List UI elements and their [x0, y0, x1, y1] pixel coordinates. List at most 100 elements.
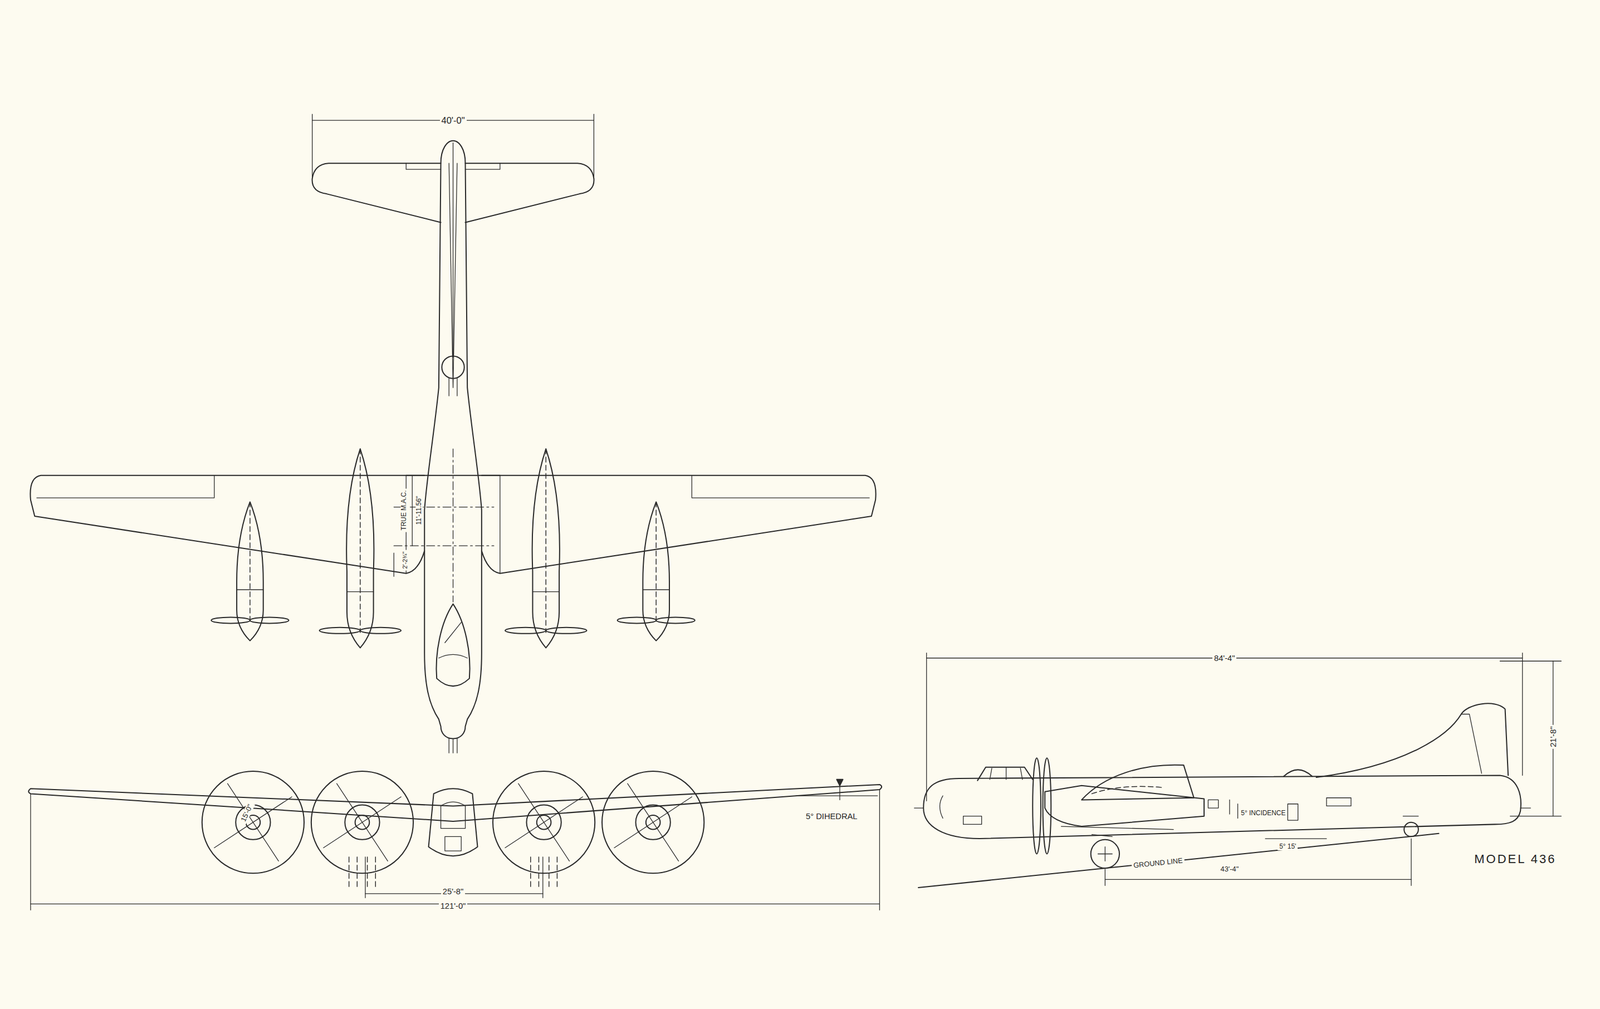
top-view — [30, 114, 876, 753]
front-view-line — [836, 779, 843, 786]
side-view-line — [1510, 815, 1562, 817]
front-view-line — [879, 789, 880, 910]
side-view-line — [1061, 826, 1174, 830]
top-view-line — [436, 604, 471, 687]
angle-label: 5° 15' — [1277, 843, 1298, 851]
top-view-line — [424, 140, 482, 740]
top-view-line — [465, 163, 595, 223]
front-view-line — [542, 857, 543, 898]
side-view-line — [940, 795, 943, 819]
side-view-line — [989, 767, 1023, 780]
side-view-line — [1043, 757, 1052, 854]
top-view-line — [405, 475, 501, 477]
dimension-label: 15'-0" — [238, 801, 256, 825]
top-view-line — [412, 475, 413, 546]
top-view-line — [444, 622, 462, 644]
top-view-line — [438, 654, 468, 658]
top-view-line — [311, 114, 313, 179]
model-title: MODEL 436 — [1472, 852, 1558, 866]
top-view-line — [312, 163, 442, 223]
top-view-line — [393, 506, 494, 508]
side-view-line — [1104, 879, 1412, 880]
top-view-line — [30, 475, 425, 574]
top-view-line — [448, 738, 450, 753]
front-view-line — [349, 857, 376, 890]
side-view-line — [1265, 838, 1327, 839]
side-view-line — [1229, 799, 1230, 815]
top-view-line — [452, 143, 454, 358]
top-view-line — [393, 553, 395, 577]
front-view-line — [441, 801, 466, 829]
front-view-line — [795, 795, 878, 796]
dimension-label: 40'-0" — [439, 115, 467, 126]
side-view-line — [1326, 798, 1352, 807]
dimension-label: 11'-11.56" — [415, 493, 423, 527]
side-view-line — [1403, 822, 1419, 838]
dimension-label: 43'-4" — [1219, 865, 1241, 874]
top-view-line — [465, 163, 501, 170]
front-view-line — [28, 784, 882, 822]
top-view-line — [481, 475, 877, 574]
angle-label: 5° DIHEDRAL — [804, 811, 859, 821]
top-view-line — [236, 589, 264, 590]
top-view-line — [456, 378, 458, 396]
top-view-line — [211, 617, 251, 624]
front-view-line — [530, 857, 558, 890]
angle-label: 5° INCIDENCE — [1239, 809, 1288, 817]
top-view-line — [452, 738, 454, 753]
side-view-line — [1207, 799, 1218, 809]
dimension-label: 2'-2¾" — [401, 549, 409, 571]
side-view-line — [1410, 838, 1412, 886]
side-view-line — [1032, 757, 1041, 854]
side-view-line — [1104, 869, 1106, 886]
top-view-line — [405, 163, 441, 170]
ground-line-label: GROUND LINE — [1131, 856, 1186, 870]
front-view — [28, 771, 882, 910]
top-view-line — [532, 591, 560, 592]
top-view-line — [448, 378, 450, 396]
side-view-line — [1090, 839, 1120, 869]
front-view-line — [364, 857, 366, 898]
side-view-line — [1092, 786, 1164, 794]
side-view-line — [1287, 804, 1298, 821]
side-view-line — [1237, 804, 1239, 819]
side-view-line — [1522, 653, 1523, 776]
side-view — [914, 653, 1562, 888]
top-view-line — [441, 355, 464, 379]
top-view-line — [499, 475, 501, 574]
top-view-line — [642, 589, 670, 590]
side-view-line — [1520, 807, 1531, 809]
side-view-line — [1104, 847, 1106, 862]
top-view-line — [452, 448, 454, 603]
side-view-line — [977, 767, 1033, 781]
top-view-line — [319, 627, 361, 634]
top-view-line — [691, 475, 870, 498]
top-view-line — [456, 738, 458, 753]
side-view-line — [923, 775, 1521, 839]
top-view-line — [360, 627, 401, 634]
top-view-line — [617, 617, 657, 624]
top-view-line — [393, 545, 494, 547]
dimension-label: 121'-0" — [438, 901, 468, 911]
top-view-line — [593, 114, 595, 179]
top-view-line — [656, 617, 696, 624]
side-view-line — [914, 807, 924, 809]
front-view-line — [214, 783, 693, 861]
side-view-line — [963, 816, 982, 825]
top-view-line — [250, 617, 290, 624]
mac-label: TRUE M.A.C. — [400, 488, 408, 532]
top-view-line — [545, 627, 587, 634]
front-view-line — [444, 836, 462, 851]
top-view-line — [505, 627, 546, 634]
side-view-line — [1499, 661, 1562, 662]
side-view-line — [1316, 703, 1509, 778]
dimension-label: 84'-4" — [1212, 653, 1237, 663]
side-view-line — [1092, 834, 1113, 838]
top-view-line — [36, 475, 215, 498]
side-view-line — [1283, 769, 1313, 777]
front-view-line — [428, 788, 478, 856]
side-view-line — [1402, 815, 1418, 817]
side-view-line — [918, 833, 1439, 888]
